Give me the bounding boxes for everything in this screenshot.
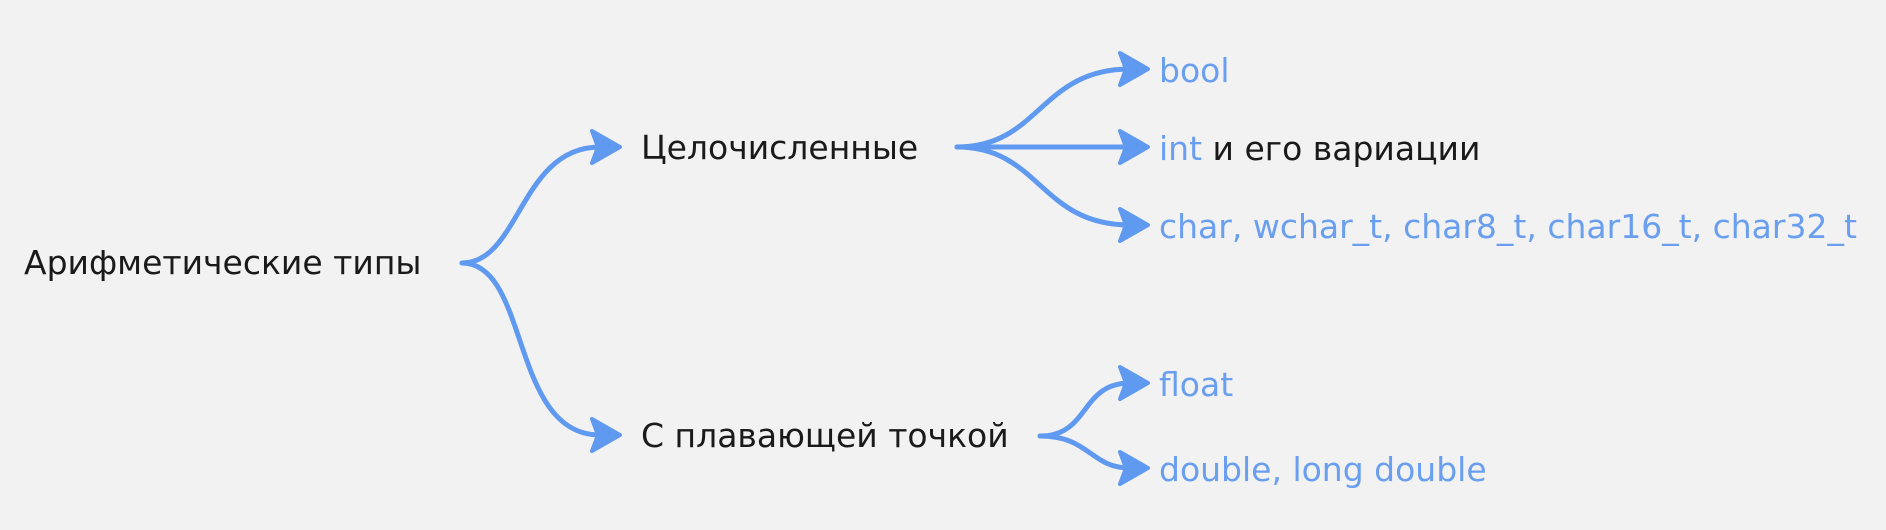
arrowhead-icon: [1118, 207, 1150, 243]
branch-floating-point: С плавающей точкой: [641, 416, 1009, 456]
leaf-double: double, long double: [1159, 450, 1487, 490]
arrowhead-icon: [590, 417, 622, 453]
branch-label: Целочисленные: [641, 128, 919, 167]
leaf-char-types: char, wchar_t, char8_t, char16_t, char32…: [1159, 207, 1857, 247]
edge-root-to-integer: [459, 144, 603, 266]
edge-integer-to-bool: [954, 66, 1133, 150]
type-name: int: [1159, 129, 1203, 168]
edge-root-to-float: [459, 260, 603, 438]
edge-float-to-double: [1037, 433, 1133, 471]
edge-integer-to-char: [954, 144, 1133, 228]
root-label: Арифметические типы: [24, 243, 422, 282]
arrowhead-icon: [1118, 129, 1150, 165]
root-node: Арифметические типы: [24, 243, 421, 283]
arrowhead-icon: [1118, 450, 1150, 486]
type-name: double, long double: [1159, 450, 1487, 489]
arrowhead-icon: [590, 129, 622, 165]
type-suffix: и его вариации: [1202, 129, 1481, 168]
edge-float-to-float: [1037, 380, 1133, 439]
type-name: bool: [1159, 51, 1230, 90]
type-name: float: [1159, 365, 1234, 404]
branch-integer: Целочисленные: [641, 128, 918, 168]
arrowhead-icon: [1118, 51, 1150, 87]
arrowhead-icon: [1118, 365, 1150, 401]
type-name: char, wchar_t, char8_t, char16_t, char32…: [1159, 207, 1857, 246]
branch-label: С плавающей точкой: [641, 416, 1009, 455]
leaf-float: float: [1159, 365, 1233, 405]
leaf-bool: bool: [1159, 51, 1230, 91]
leaf-int: int и его вариации: [1159, 129, 1480, 169]
